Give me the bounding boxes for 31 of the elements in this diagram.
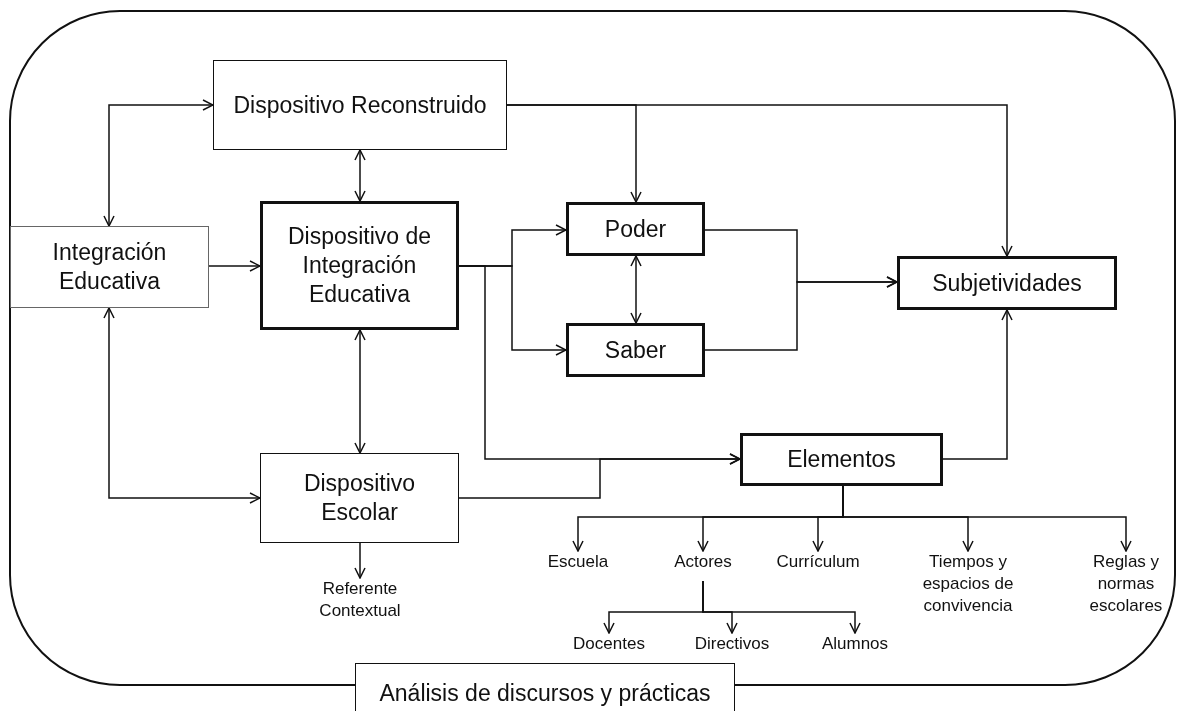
process-box: Dispositivo Escolar xyxy=(260,453,459,543)
arrow xyxy=(458,453,741,499)
arrow xyxy=(354,542,366,579)
process-box: Dispositivo Reconstruido xyxy=(213,60,507,150)
node-label: Referente Contextual xyxy=(300,578,420,634)
arrow xyxy=(506,104,1013,257)
arrow xyxy=(704,276,898,351)
arrow xyxy=(354,149,366,202)
arrow xyxy=(842,485,1132,552)
node-label: Alumnos xyxy=(810,633,900,657)
arrow xyxy=(103,307,261,504)
process-box: Saber xyxy=(566,323,705,377)
arrow xyxy=(702,580,861,634)
arrow xyxy=(942,309,1013,460)
process-box: Elementos xyxy=(740,433,943,486)
process-box: Subjetividades xyxy=(897,256,1117,310)
process-box: Dispositivo de Integración Educativa xyxy=(260,201,459,330)
arrow xyxy=(630,255,642,324)
node-label: Tiempos y espacios de convivencia xyxy=(903,551,1033,635)
arrow xyxy=(354,329,366,454)
node-label: Directivos xyxy=(682,633,782,657)
node-label: Actores xyxy=(663,551,743,581)
arrow xyxy=(103,99,214,227)
node-label: Currículum xyxy=(763,551,873,577)
node-label: Docentes xyxy=(569,633,649,657)
node-label: Reglas y normas escolares xyxy=(1081,551,1171,635)
arrow xyxy=(208,260,261,272)
process-box: Análisis de discursos y prácticas xyxy=(355,663,735,711)
process-box: Integración Educativa xyxy=(10,226,209,308)
node-label: Escuela xyxy=(538,551,618,577)
process-box: Poder xyxy=(566,202,705,256)
